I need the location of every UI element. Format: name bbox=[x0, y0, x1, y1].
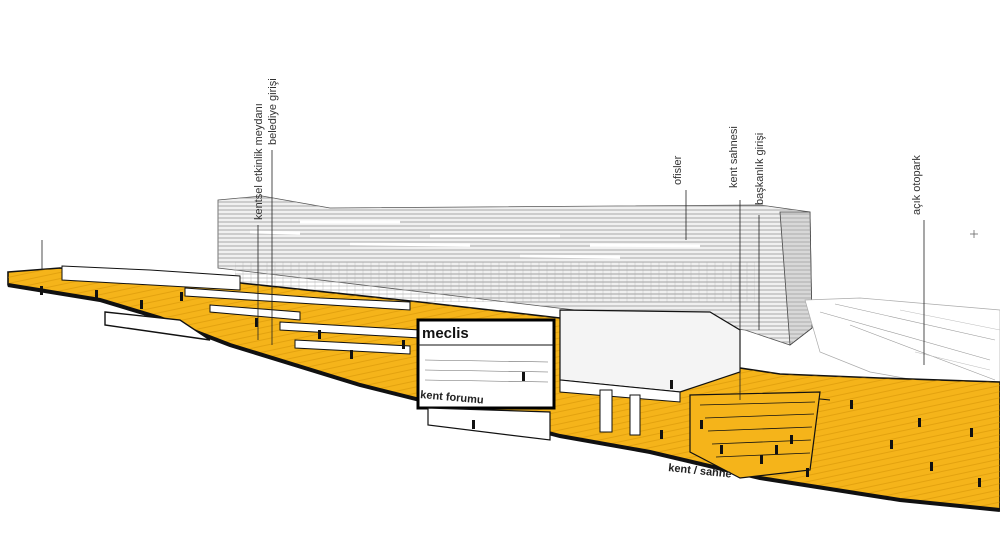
label-ofisler: ofisler bbox=[672, 155, 684, 185]
leader-lines bbox=[41, 150, 925, 400]
label-kent-forumu: kent forumu bbox=[420, 389, 484, 406]
label-baskanlik-girisi: başkanlık girişi bbox=[754, 133, 766, 205]
label-meclis: meclis bbox=[422, 325, 469, 342]
label-kentsel-etkinlik-meydani: kentsel etkinlik meydanı bbox=[253, 103, 265, 220]
office-building bbox=[217, 195, 813, 346]
label-kent-sahnesi: kent sahnesi bbox=[728, 126, 740, 188]
left-platforms bbox=[61, 265, 421, 355]
open-parking bbox=[804, 297, 1000, 396]
meclis-block bbox=[416, 309, 741, 441]
crosshair-mark bbox=[970, 230, 978, 238]
people-figures bbox=[40, 286, 981, 487]
label-belediye-girisi: belediye girişi bbox=[267, 78, 279, 145]
label-acik-otopark: açık otopark bbox=[911, 155, 923, 215]
